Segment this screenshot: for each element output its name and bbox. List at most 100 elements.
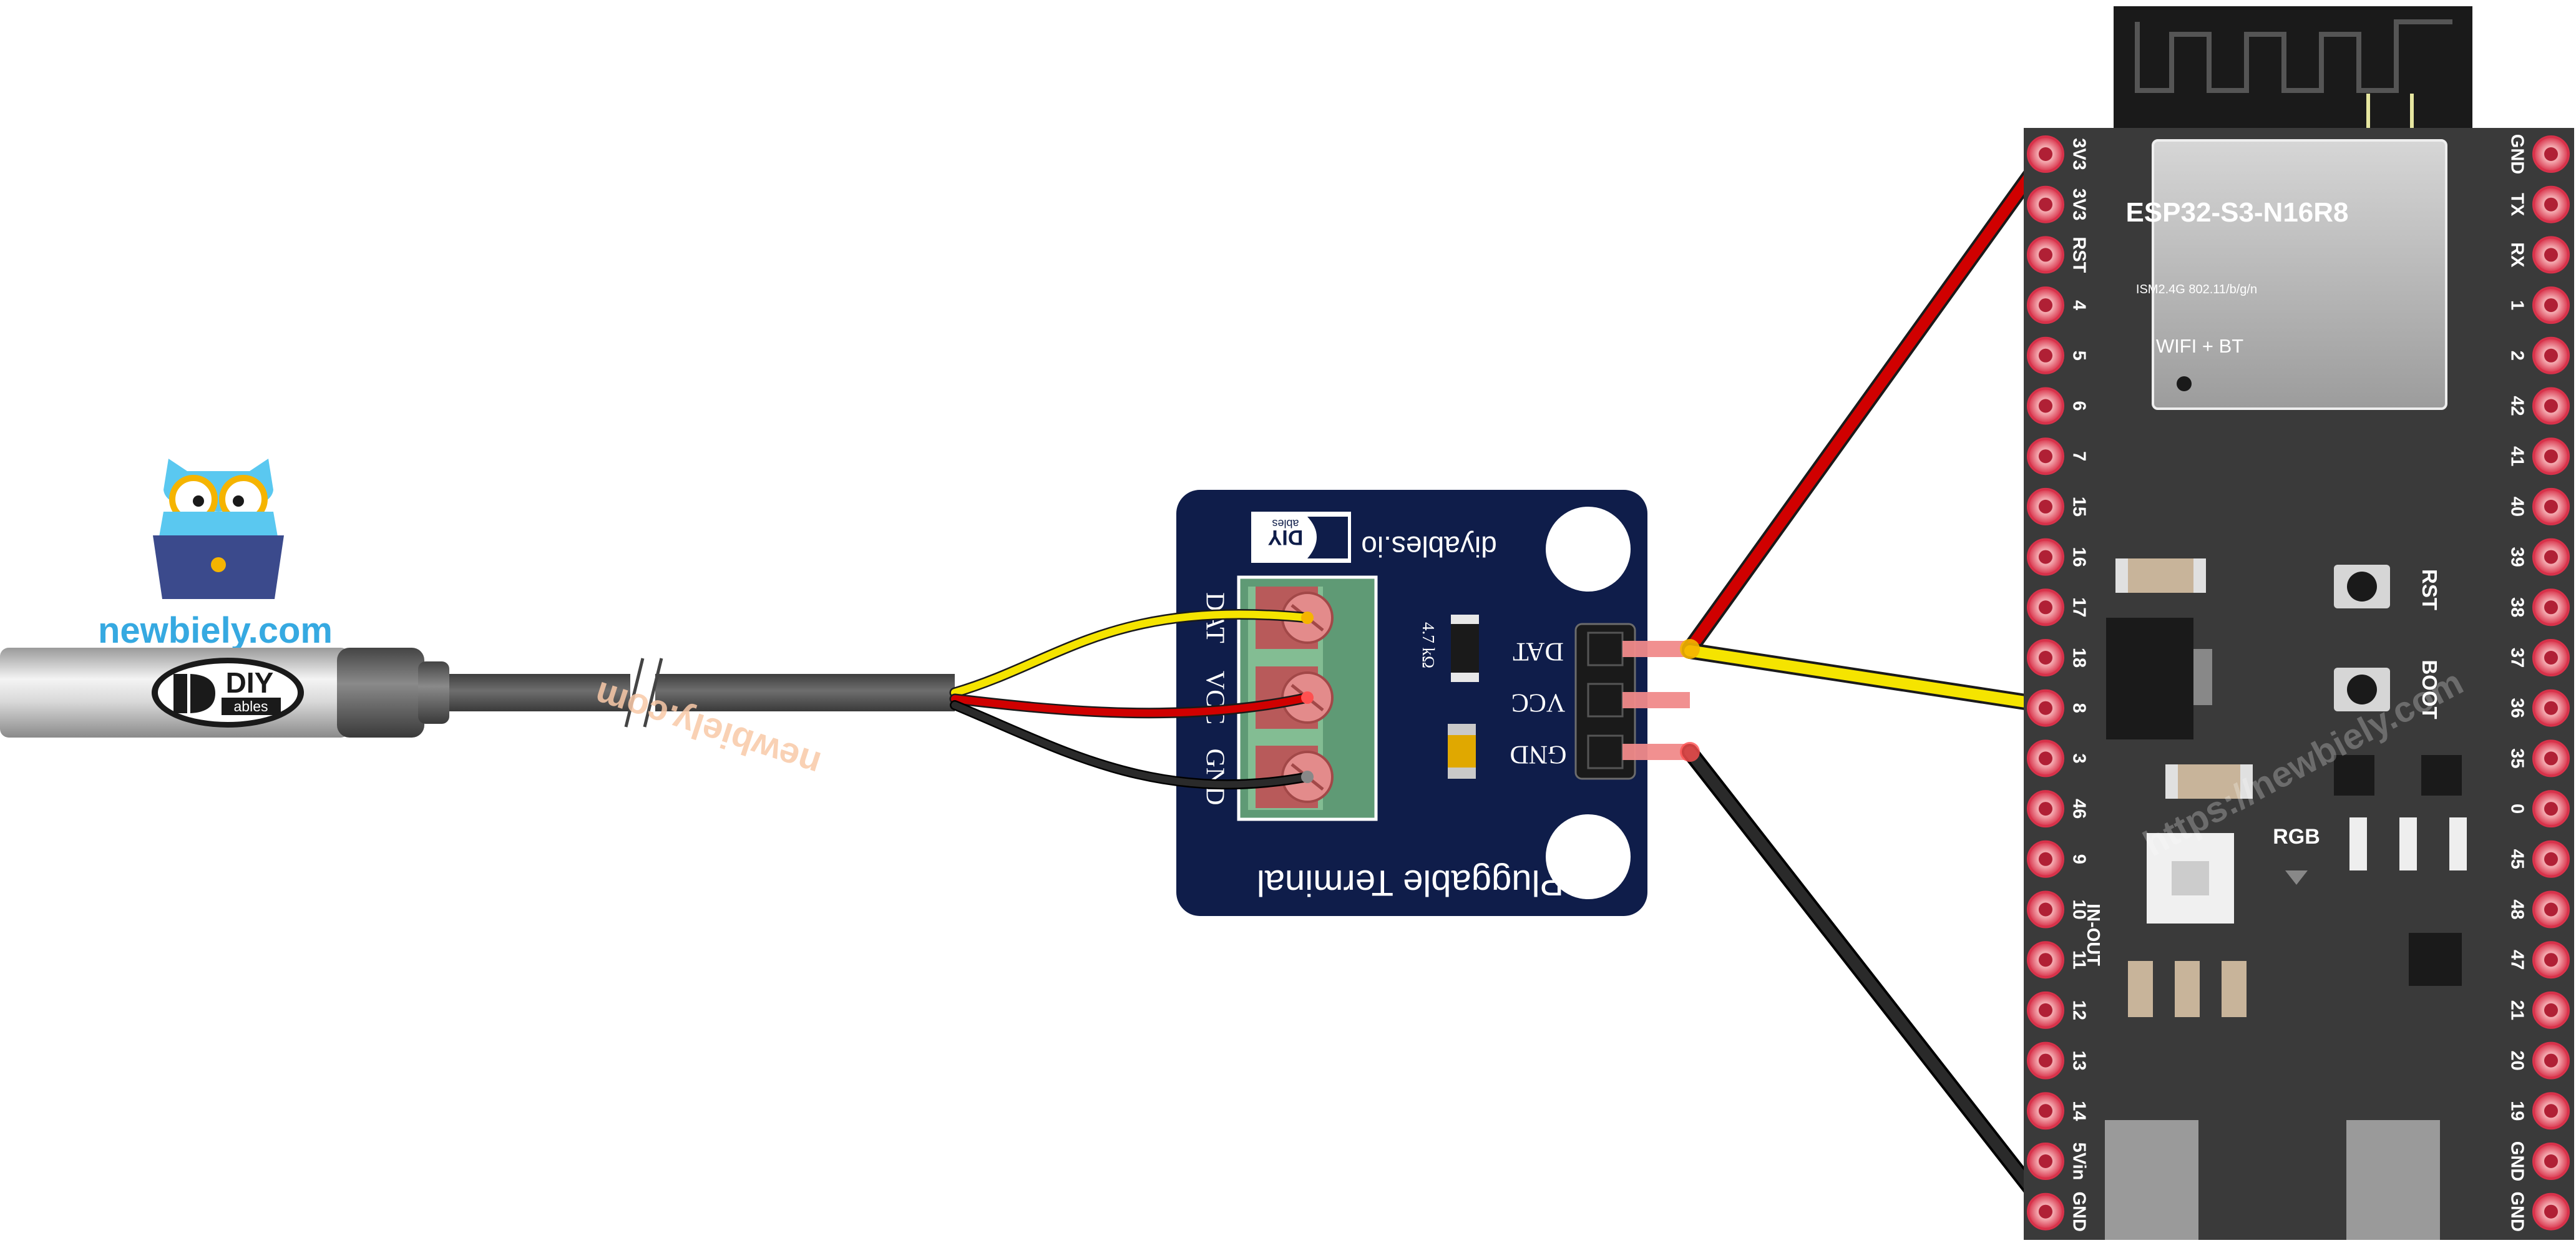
left-pin-8[interactable]: 8	[2027, 689, 2089, 727]
probe-lead-red	[951, 694, 1311, 717]
left-pin-label: 11	[2069, 950, 2089, 970]
right-pin-tx[interactable]: TX	[2507, 185, 2570, 223]
probe-diyables-logo: DIY ables	[152, 658, 304, 728]
right-pin-rx[interactable]: RX	[2507, 236, 2570, 274]
module-spec: ISM2.4G 802.11/b/g/n	[2136, 283, 2257, 296]
left-pin-16[interactable]: 16	[2027, 538, 2089, 576]
right-pin-48[interactable]: 48	[2507, 890, 2570, 929]
left-pin-label: 46	[2069, 799, 2089, 819]
left-pin-17[interactable]: 17	[2027, 588, 2089, 626]
header-pin	[1587, 734, 1624, 769]
left-pin-label: 7	[2069, 451, 2089, 461]
right-pin-label: 42	[2507, 396, 2527, 416]
left-pin-3[interactable]: 3	[2027, 739, 2089, 777]
right-pin-label: 41	[2507, 446, 2527, 466]
right-pin-37[interactable]: 37	[2507, 639, 2570, 676]
right-pin-2[interactable]: 2	[2507, 336, 2570, 374]
boot-button-label: BOOT	[2418, 660, 2441, 719]
left-pin-label: 18	[2069, 648, 2089, 668]
left-pin-label: 8	[2069, 703, 2089, 713]
right-pin-label: 40	[2507, 497, 2527, 517]
left-pin-label: 3V3	[2069, 188, 2089, 221]
wire-data-yellow	[1684, 645, 2051, 711]
right-pin-41[interactable]: 41	[2507, 437, 2570, 475]
right-pin-label: RX	[2507, 242, 2527, 268]
left-pin-11[interactable]: 11	[2027, 941, 2089, 979]
left-pin-6[interactable]: 6	[2027, 387, 2089, 425]
right-pin-20[interactable]: 20	[2507, 1041, 2570, 1080]
right-pin-40[interactable]: 40	[2507, 487, 2570, 525]
right-pin-36[interactable]: 36	[2507, 689, 2570, 727]
left-pin-label: 17	[2069, 597, 2089, 617]
right-pin-35[interactable]: 35	[2507, 739, 2570, 777]
right-pin-gnd[interactable]: GND	[2507, 134, 2570, 174]
left-pin-13[interactable]: 13	[2027, 1041, 2089, 1080]
left-pin-gnd[interactable]: GND	[2027, 1191, 2089, 1232]
usb-port-left[interactable]	[2105, 1120, 2198, 1240]
left-pin-label: 6	[2069, 401, 2089, 411]
right-pin-45[interactable]: 45	[2507, 840, 2570, 878]
left-pin-4[interactable]: 4	[2027, 286, 2089, 324]
left-pin-label: 9	[2069, 854, 2089, 864]
antenna	[2114, 6, 2472, 134]
right-pin-42[interactable]: 42	[2507, 387, 2570, 425]
right-pin-gnd[interactable]: GND	[2507, 1191, 2570, 1232]
right-pin-label: 39	[2507, 547, 2527, 567]
screw-label: GND	[1200, 749, 1229, 806]
right-pin-gnd[interactable]: GND	[2507, 1141, 2570, 1181]
left-pin-label: 4	[2069, 300, 2089, 310]
right-pin-label: 21	[2507, 1000, 2527, 1020]
antenna-trace-icon	[2135, 19, 2452, 93]
right-pin-1[interactable]: 1	[2507, 286, 2570, 324]
probe-cable	[437, 674, 955, 711]
right-pin-label: 48	[2507, 899, 2527, 919]
right-pin-label: 19	[2507, 1101, 2527, 1121]
left-pin-9[interactable]: 9	[2027, 840, 2089, 878]
left-pin-5vin[interactable]: 5Vin	[2027, 1143, 2089, 1181]
left-pin-5[interactable]: 5	[2027, 336, 2089, 374]
right-pin-label: TX	[2507, 193, 2527, 217]
module-feature: WIFI + BT	[2156, 335, 2243, 357]
right-pin-label: 36	[2507, 698, 2527, 718]
left-pin-label: 10	[2069, 899, 2089, 919]
right-pin-label: 0	[2507, 804, 2527, 814]
right-pin-label: 45	[2507, 849, 2527, 869]
left-pin-label: 3	[2069, 753, 2089, 763]
esp32-s3-board: ESP32-S3-N16R8 ISM2.4G 802.11/b/g/n WIFI…	[2024, 6, 2574, 1240]
left-pin-label: GND	[2069, 1191, 2089, 1231]
terminal-title: Pluggable Terminal	[1257, 862, 1564, 903]
right-pin-label: GND	[2507, 134, 2527, 174]
left-pin-label: RST	[2069, 236, 2089, 273]
left-pin-10[interactable]: 10	[2027, 890, 2089, 929]
smd-part	[2115, 558, 2206, 593]
left-pin-3v3[interactable]: 3V3	[2027, 135, 2089, 173]
left-pin-12[interactable]: 12	[2027, 991, 2089, 1029]
left-pin-46[interactable]: 46	[2027, 790, 2089, 828]
left-pin-label: 5Vin	[2069, 1143, 2089, 1181]
left-pin-14[interactable]: 14	[2027, 1092, 2089, 1130]
right-pin-label: 20	[2507, 1050, 2527, 1070]
right-pin-39[interactable]: 39	[2507, 538, 2570, 576]
right-pin-38[interactable]: 38	[2507, 588, 2570, 626]
mounting-hole	[1546, 507, 1631, 592]
usb-port-right[interactable]	[2346, 1120, 2440, 1240]
left-pin-18[interactable]: 18	[2027, 639, 2089, 676]
right-pin-47[interactable]: 47	[2507, 941, 2570, 979]
right-pin-label: 47	[2507, 950, 2527, 970]
wire-gnd-black	[1684, 746, 2051, 1213]
right-pin-21[interactable]: 21	[2507, 991, 2570, 1029]
left-pin-3v3[interactable]: 3V3	[2027, 185, 2089, 223]
probe-logo-top: DIY	[226, 666, 274, 699]
wire-vcc-red	[1684, 149, 2051, 655]
right-pin-19[interactable]: 19	[2507, 1092, 2570, 1130]
left-pin-7[interactable]: 7	[2027, 437, 2089, 475]
temperature-probe: DIY ables	[0, 648, 955, 738]
right-pin-label: 35	[2507, 748, 2527, 768]
left-pin-rst[interactable]: RST	[2027, 236, 2089, 274]
header-pin	[1587, 683, 1624, 718]
left-pin-15[interactable]: 15	[2027, 487, 2089, 525]
in-out-label: IN-OUT	[2083, 904, 2103, 966]
right-pin-0[interactable]: 0	[2507, 790, 2570, 828]
